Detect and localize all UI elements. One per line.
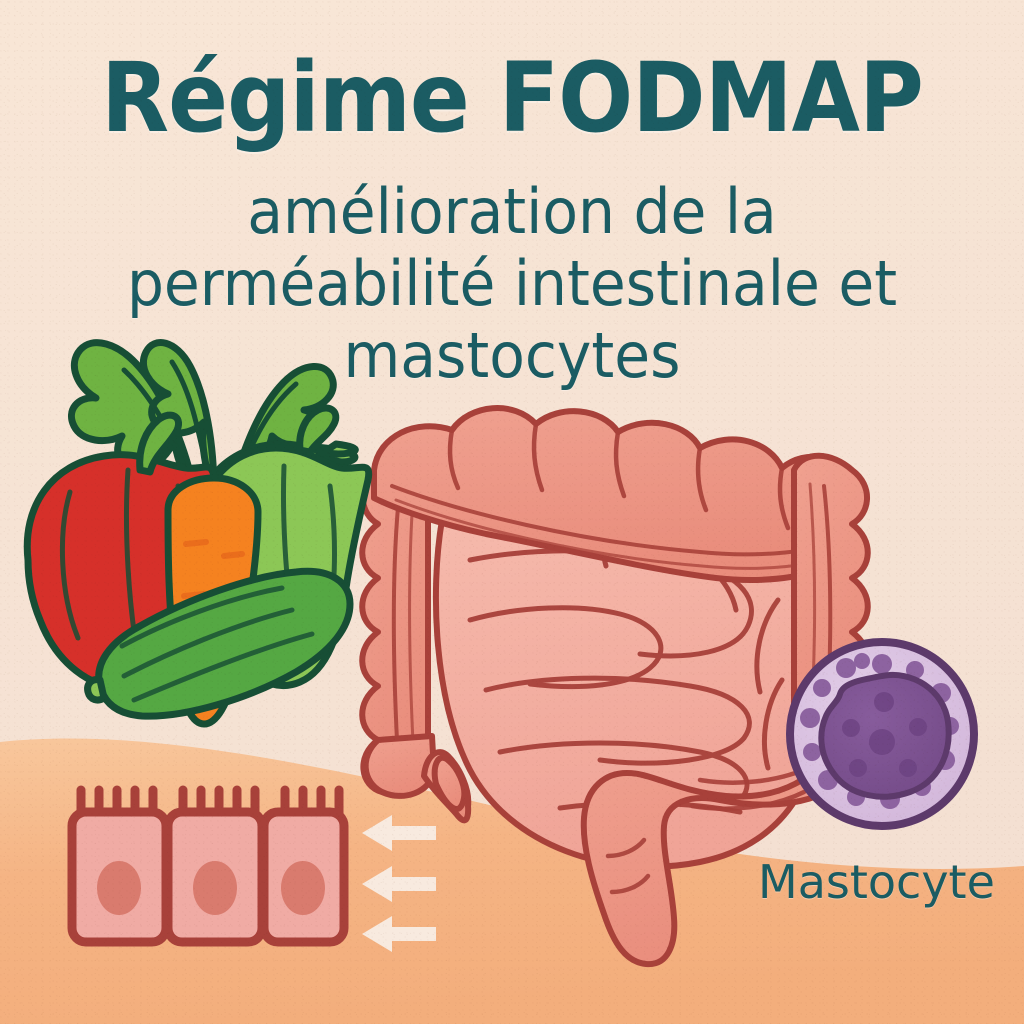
zucchini bbox=[84, 567, 354, 720]
arrow-left bbox=[362, 866, 436, 902]
green-pepper-stem bbox=[296, 404, 340, 456]
permeability-arrows bbox=[362, 815, 436, 952]
subtitle-line-3: mastocytes bbox=[343, 319, 681, 392]
mastocyte-caption: Mastocyte bbox=[758, 855, 995, 909]
cell-nucleus bbox=[97, 861, 325, 915]
page-subtitle: amélioration de la perméabilité intestin… bbox=[80, 176, 945, 392]
mast-cell-nucleus-dots bbox=[842, 692, 927, 777]
zucchini-stem bbox=[84, 676, 108, 704]
arrow-left bbox=[362, 815, 436, 851]
transverse-colon bbox=[371, 405, 855, 583]
subtitle-line-1: amélioration de la bbox=[247, 175, 777, 248]
appendix-tail bbox=[431, 754, 468, 812]
page-title: Régime FODMAP bbox=[101, 42, 924, 154]
arrow-left bbox=[362, 916, 436, 952]
red-pepper-stem bbox=[136, 411, 183, 476]
epithelial-cells bbox=[67, 785, 349, 947]
subtitle-line-2: perméabilité intestinale et bbox=[126, 247, 898, 320]
zucchini-body bbox=[95, 567, 354, 720]
